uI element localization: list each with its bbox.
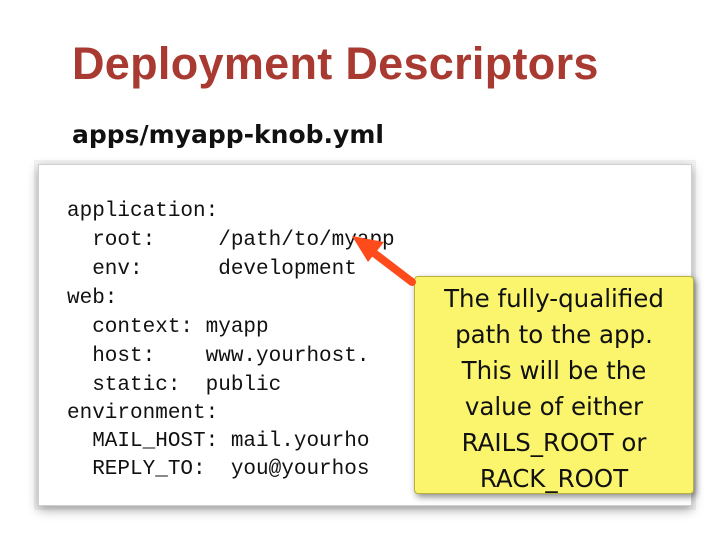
code-line: environment: (67, 402, 219, 425)
slide-title: Deployment Descriptors (72, 38, 599, 89)
code-line: MAIL_HOST: mail.yourho (67, 430, 370, 453)
code-line: application: (67, 200, 219, 223)
callout-line: path to the app. (455, 320, 653, 349)
code-line: host: www.yourhost. (67, 345, 370, 368)
callout-note: The fully-qualified path to the app. Thi… (414, 276, 694, 494)
yaml-code-block: application: root: /path/to/myapp env: d… (39, 165, 691, 505)
file-name-heading: apps/myapp-knob.yml (72, 120, 384, 149)
callout-line: The fully-qualified (444, 284, 664, 313)
callout-line: value of either (464, 392, 644, 421)
callout-line: RACK_ROOT (479, 464, 629, 493)
code-line: root: /path/to/myapp (67, 229, 395, 252)
code-line: web: (67, 287, 118, 310)
code-line: static: public (67, 374, 282, 397)
code-line: context: myapp (67, 316, 269, 339)
callout-line: RAILS_ROOT or (461, 428, 647, 457)
callout-text: The fully-qualified path to the app. Thi… (415, 281, 693, 497)
callout-line: This will be the (461, 356, 647, 385)
code-line: REPLY_TO: you@yourhos (67, 458, 370, 481)
code-line: env: development (67, 258, 357, 281)
